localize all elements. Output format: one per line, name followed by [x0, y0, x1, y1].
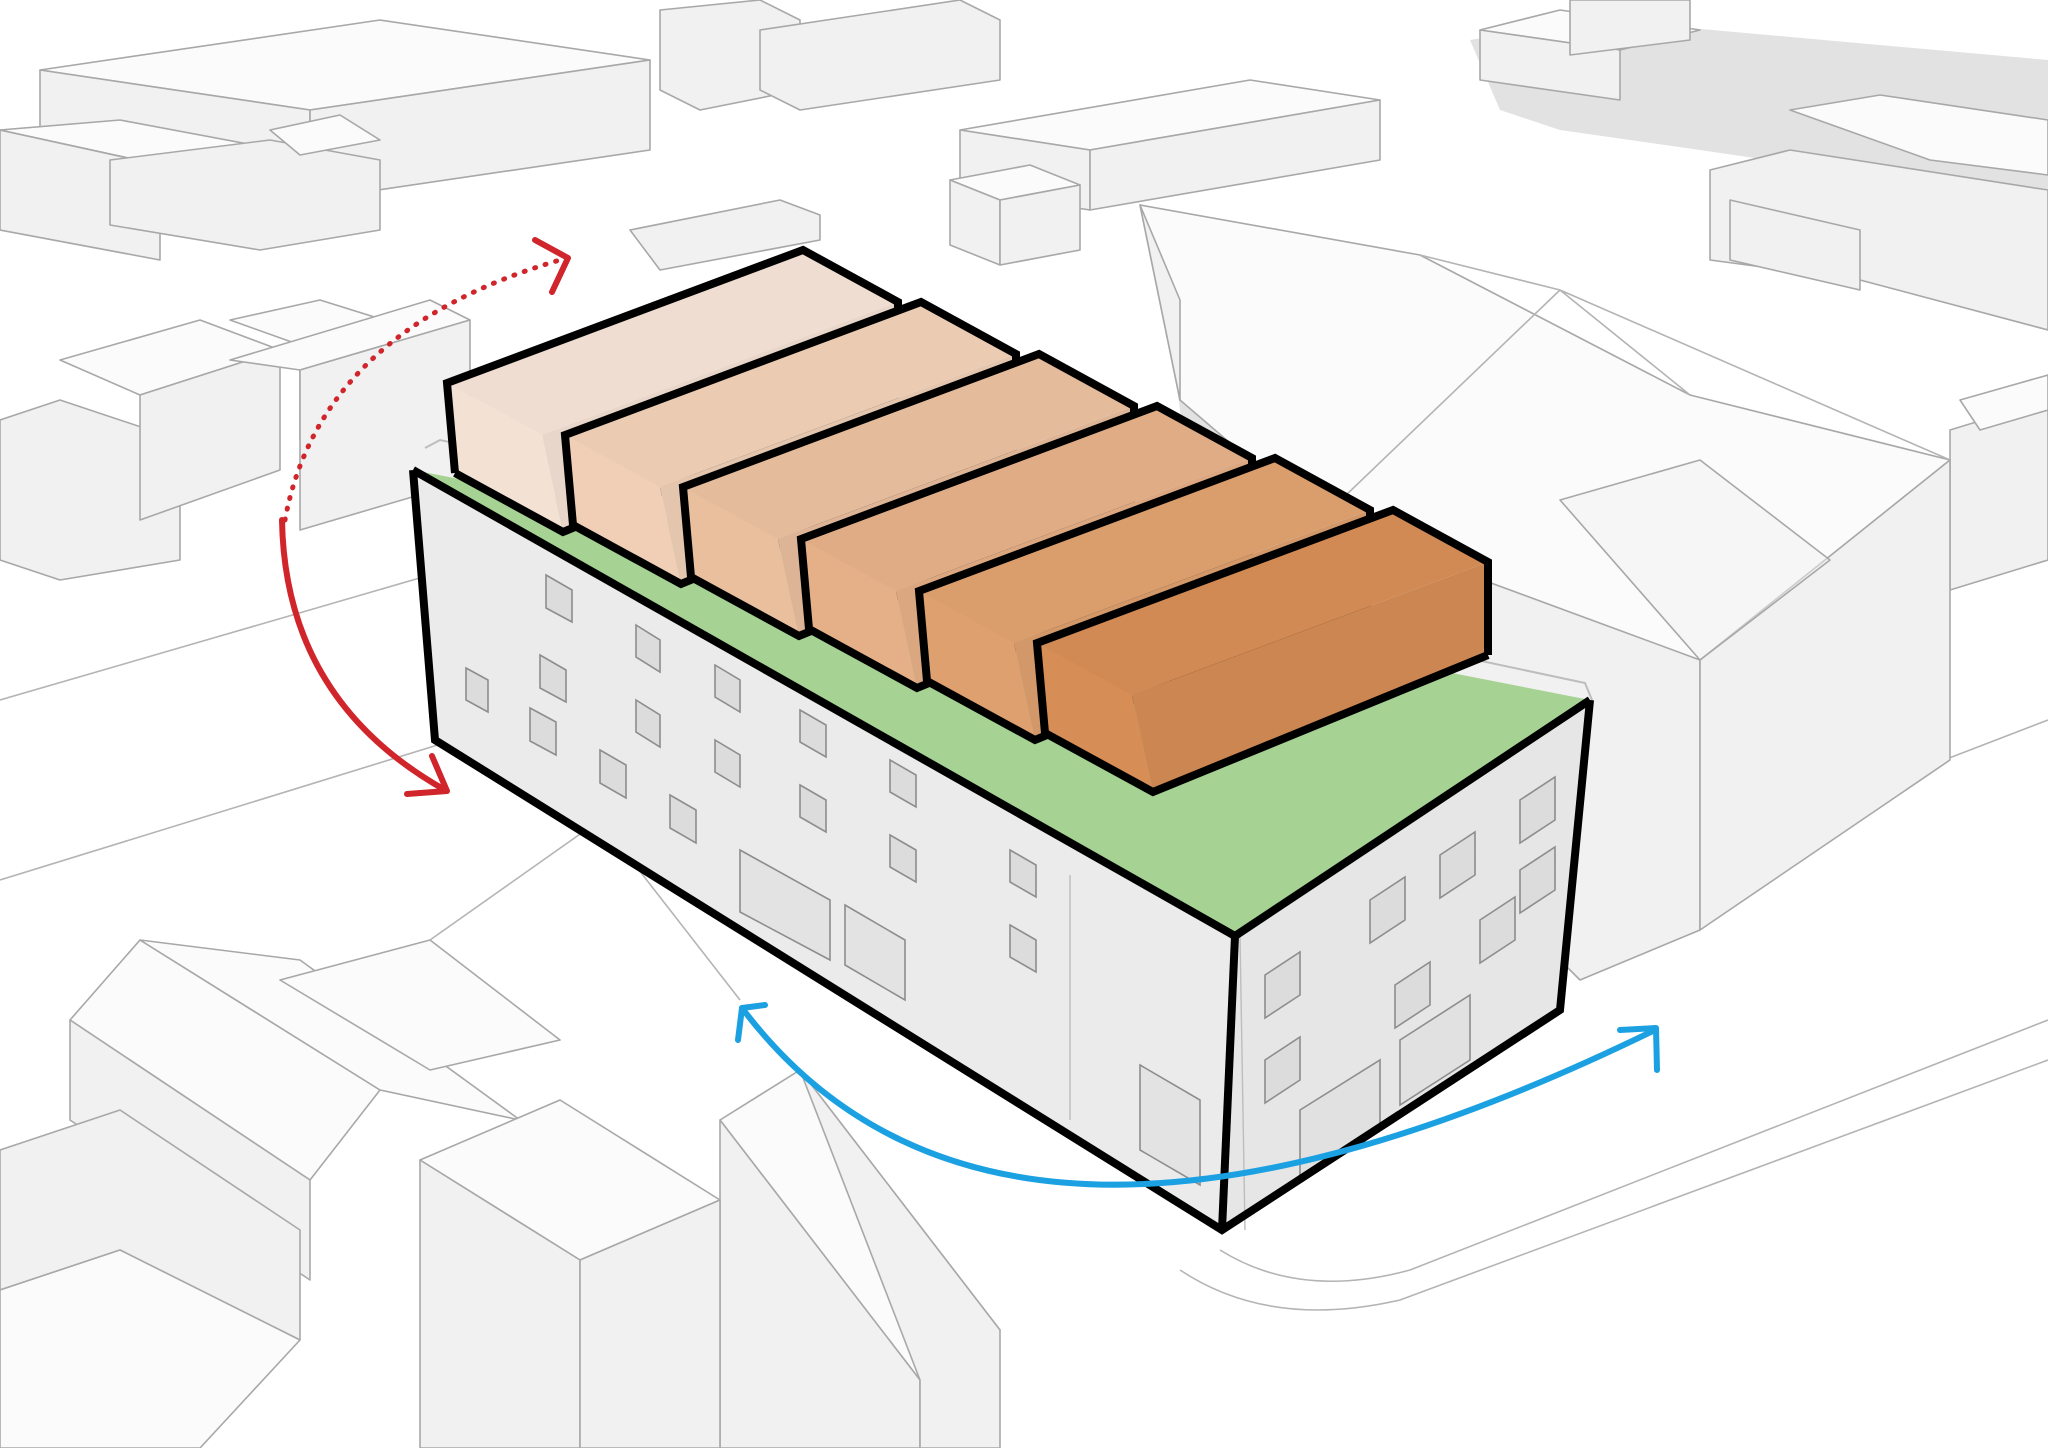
- front-facade: [413, 470, 1235, 1230]
- context-wall: [799, 1069, 1001, 1448]
- context-wall: [1699, 459, 1951, 931]
- context-wall: [579, 1199, 721, 1448]
- window: [1394, 960, 1431, 1030]
- context-wall: [1569, 0, 1691, 56]
- volume-roof: [1037, 510, 1488, 695]
- shopfront: [844, 903, 906, 1002]
- window: [799, 783, 827, 834]
- door: [1139, 1063, 1201, 1187]
- context-wall: [629, 199, 821, 271]
- window: [1479, 895, 1516, 965]
- context-wall: [419, 1159, 581, 1448]
- context-wall: [1709, 149, 2048, 331]
- context-roof: [0, 1249, 301, 1448]
- arrowhead-icon: [532, 237, 571, 295]
- window: [1264, 1035, 1301, 1105]
- street-edge: [1179, 1019, 2048, 1311]
- volume-roof: [565, 302, 1016, 487]
- volume-front: [683, 487, 799, 636]
- context-wall: [1139, 204, 1181, 401]
- volume-front: [919, 591, 1035, 740]
- arrowhead-icon: [735, 1002, 768, 1043]
- volume-front: [801, 539, 917, 688]
- context-roof: [279, 939, 561, 1071]
- wall-seam: [1069, 875, 1246, 1231]
- rooftop-volume: [1032, 505, 1492, 797]
- window: [1264, 950, 1301, 1020]
- volume-roof: [919, 458, 1370, 643]
- window: [1519, 775, 1556, 845]
- context-wall: [0, 399, 181, 581]
- volume-side: [1132, 562, 1488, 792]
- volume-roof: [683, 354, 1134, 539]
- window: [539, 653, 567, 704]
- context-wall: [109, 139, 381, 251]
- window: [1439, 830, 1476, 900]
- window: [465, 666, 489, 714]
- side-facade: [1222, 700, 1590, 1230]
- context-wall: [1559, 459, 1831, 661]
- facade-detail: [465, 573, 1556, 1231]
- window: [799, 708, 827, 759]
- double-headed-arc-arrow-icon: [739, 1005, 1658, 1188]
- context-wall: [1729, 199, 1861, 291]
- window: [529, 706, 557, 757]
- context-roof: [1959, 374, 2048, 431]
- volume-front: [447, 383, 563, 532]
- window: [669, 793, 697, 845]
- arrows: [279, 237, 1660, 1188]
- window: [1009, 848, 1037, 899]
- window: [714, 738, 741, 789]
- window: [1369, 875, 1406, 945]
- arrowhead-icon: [1617, 1025, 1660, 1073]
- window: [635, 623, 661, 674]
- shopfront: [739, 848, 831, 962]
- context-roof: [269, 114, 381, 156]
- volume-front: [565, 435, 681, 584]
- street-edge: [0, 574, 471, 881]
- context-wall: [1949, 399, 2048, 591]
- window: [1519, 845, 1556, 915]
- volume-outline: [1032, 505, 1492, 734]
- volume-roof: [801, 406, 1252, 591]
- context-wall: [139, 349, 281, 521]
- window: [635, 698, 661, 749]
- window: [545, 573, 573, 624]
- curved-arrow-icon: [282, 257, 563, 523]
- context-wall: [759, 0, 1001, 111]
- window: [889, 758, 917, 809]
- volume-front: [1037, 643, 1153, 792]
- window: [1009, 923, 1037, 974]
- context-roof: [1789, 94, 2048, 176]
- volume-outline: [1043, 651, 1490, 797]
- rooftop-extension: [442, 245, 1492, 797]
- context-wall: [1089, 99, 1381, 211]
- shopfront: [1399, 993, 1471, 1107]
- arrowhead-icon: [404, 753, 450, 797]
- window: [889, 833, 917, 884]
- window: [599, 748, 627, 800]
- curved-arrow-icon: [279, 517, 448, 793]
- roof-ridge: [1319, 254, 1951, 521]
- building-outline: [409, 466, 1594, 1235]
- context-wall: [999, 184, 1081, 266]
- volume-roof: [447, 250, 898, 435]
- window: [714, 663, 741, 714]
